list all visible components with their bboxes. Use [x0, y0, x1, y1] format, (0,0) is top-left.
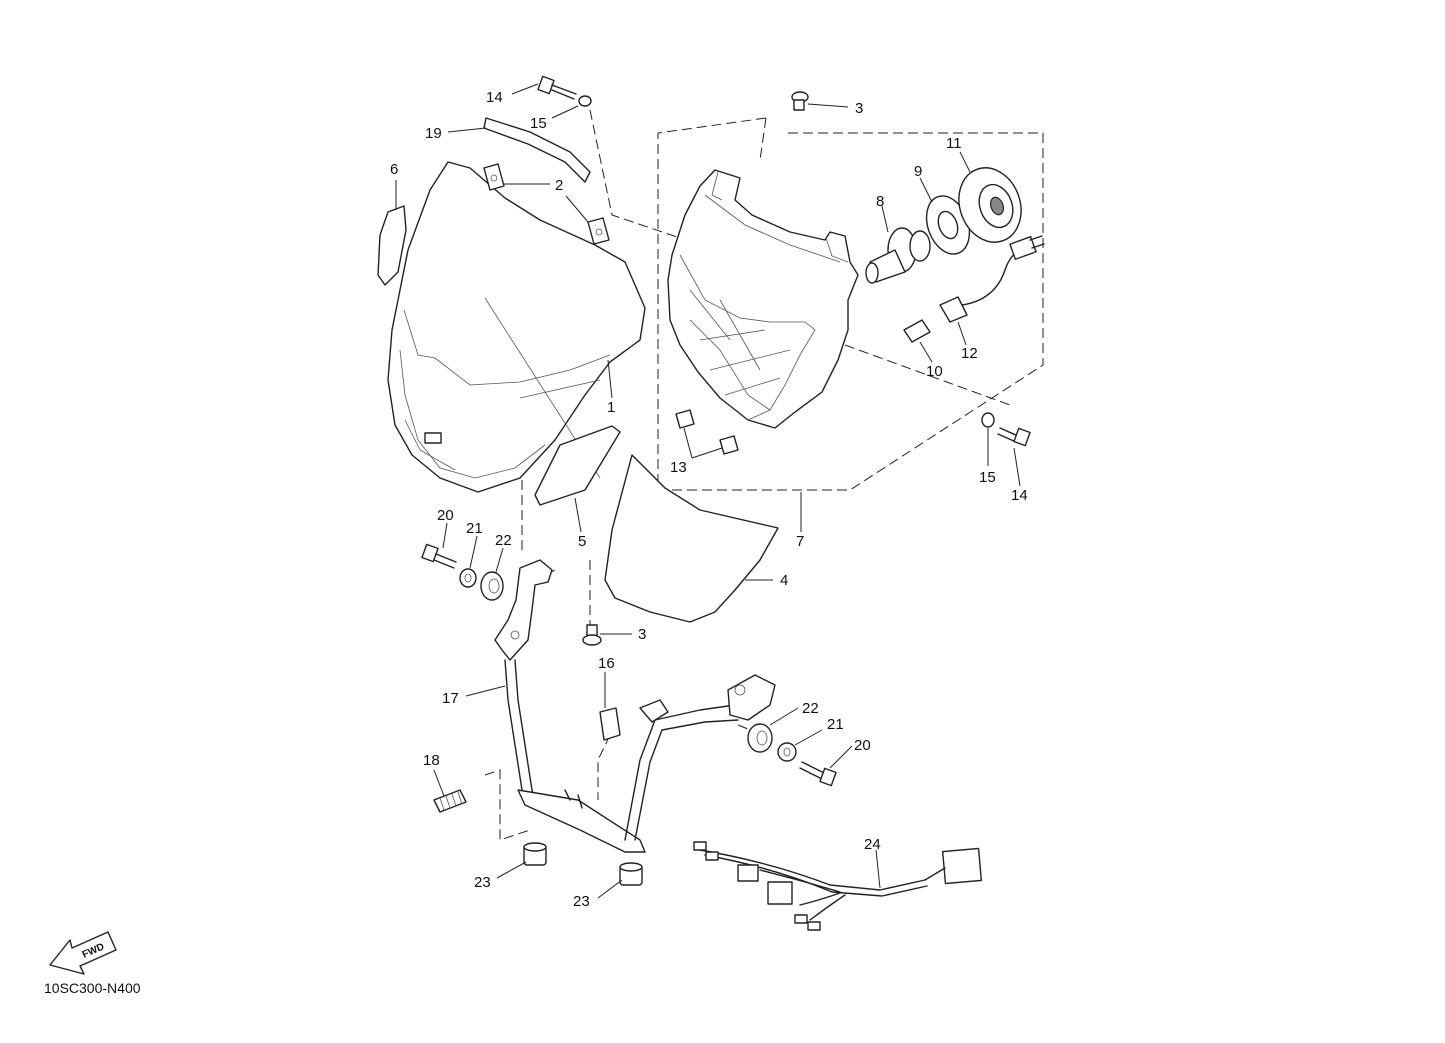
part-17-headlight-stay — [494, 559, 776, 853]
diagram-code: 10SC300-N400 — [44, 980, 141, 996]
part-7-headlight-unit — [667, 169, 859, 429]
callout-17: 17 — [442, 690, 459, 707]
part-20-bolt-left — [421, 543, 457, 569]
callout-15-top: 15 — [530, 115, 547, 132]
part-13-nuts — [675, 409, 739, 455]
part-12-bulb-socket — [939, 235, 1045, 323]
part-18-spring — [433, 789, 467, 813]
part-3-screw-lower — [582, 624, 602, 646]
callout-7: 7 — [796, 533, 804, 550]
callout-18: 18 — [423, 752, 440, 769]
fwd-arrow-icon: FWD — [49, 931, 117, 975]
callout-11: 11 — [946, 135, 962, 152]
callout-19: 19 — [425, 125, 442, 142]
part-14-bolt-right — [997, 427, 1031, 447]
callout-20-left: 20 — [437, 507, 454, 524]
callout-12: 12 — [961, 345, 978, 362]
part-16-nut — [599, 707, 621, 741]
callout-20-right: 20 — [854, 737, 871, 754]
part-20-bolt-right — [799, 761, 837, 787]
callout-3-top: 3 — [855, 100, 863, 117]
part-11-bulb-cover — [958, 167, 1022, 243]
part-21-collar-left — [459, 568, 477, 588]
callout-10: 10 — [926, 363, 943, 380]
callout-13: 13 — [670, 459, 687, 476]
callout-22-left: 22 — [495, 532, 512, 549]
callout-8: 8 — [876, 193, 884, 210]
part-3-screw-top — [791, 91, 809, 111]
part-19-strip — [483, 117, 591, 183]
callout-24: 24 — [864, 836, 881, 853]
leader-lines — [395, 83, 1021, 899]
callout-21-left: 21 — [466, 520, 483, 537]
callout-6: 6 — [390, 161, 398, 178]
part-22-grommet-right — [747, 723, 773, 753]
callout-1: 1 — [607, 399, 615, 416]
callout-9: 9 — [914, 163, 922, 180]
part-23-damper-right — [619, 862, 643, 886]
part-15-washer-right — [981, 412, 995, 428]
part-22-grommet-left — [480, 571, 504, 601]
callout-16: 16 — [598, 655, 615, 672]
part-2-clip-nuts — [483, 163, 610, 245]
callout-22-right: 22 — [802, 700, 819, 717]
callout-23-right: 23 — [573, 893, 590, 910]
callout-21-right: 21 — [827, 716, 844, 733]
callout-14-right: 14 — [1011, 487, 1028, 504]
part-15-washer-top — [578, 95, 592, 107]
callout-4: 4 — [780, 572, 788, 589]
part-10-position-bulb — [903, 319, 931, 343]
part-9-seal — [925, 195, 971, 255]
callout-labels: 14 15 19 6 2 3 11 9 8 1 10 12 13 15 14 7… — [390, 89, 1028, 910]
part-14-bolt-top — [537, 75, 577, 100]
callout-23-left: 23 — [474, 874, 491, 891]
callout-5: 5 — [578, 533, 586, 550]
callout-3-lower: 3 — [638, 626, 646, 643]
part-6-side-panel — [377, 205, 407, 286]
part-4-lower-panel — [604, 454, 779, 623]
callout-15-right: 15 — [979, 469, 996, 486]
part-5-small-shield — [534, 425, 621, 506]
headlight-assembly-boundary — [657, 117, 1044, 491]
callout-2: 2 — [555, 177, 563, 194]
part-8-headlight-bulb — [865, 227, 931, 284]
part-24-wire-harness — [693, 841, 983, 931]
callout-14-top: 14 — [486, 89, 503, 106]
part-21-collar-right — [777, 742, 797, 762]
part-23-damper-left — [523, 842, 547, 866]
